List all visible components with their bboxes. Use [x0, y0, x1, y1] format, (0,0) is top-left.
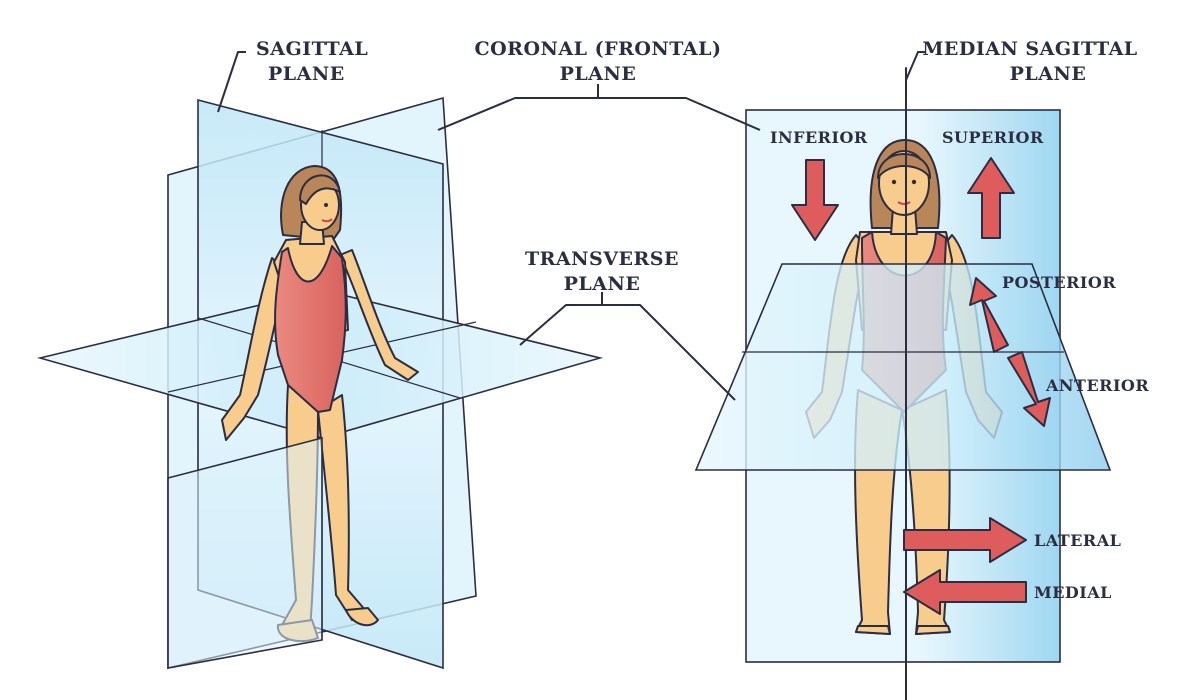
superior-label: SUPERIOR	[942, 128, 1044, 147]
transverse-plane-right	[694, 263, 1112, 471]
anterior-label: ANTERIOR	[1045, 376, 1149, 395]
coronal-plane-left-front	[167, 436, 323, 669]
inferior-label: INFERIOR	[770, 128, 868, 147]
posterior-arrow	[969, 277, 1009, 353]
sagittal-plane-label-2: PLANE	[268, 63, 345, 85]
sagittal-plane-label-1: SAGITTAL	[256, 38, 368, 60]
medial-arrow	[903, 569, 1027, 615]
coronal-plane-label-1: CORONAL (FRONTAL)	[475, 38, 722, 60]
transverse-plane-label-2: PLANE	[564, 273, 641, 295]
superior-arrow	[967, 157, 1015, 239]
transverse-plane-label-1: TRANSVERSE	[525, 248, 679, 270]
right-figure-group	[694, 67, 1112, 700]
posterior-label: POSTERIOR	[1002, 273, 1116, 292]
left-figure-group	[36, 96, 604, 670]
median-sagittal-plane-label-2: PLANE	[1010, 63, 1087, 85]
median-leader-line	[905, 51, 925, 81]
coronal-plane-label-2: PLANE	[560, 63, 637, 85]
anterior-arrow	[1007, 351, 1051, 427]
inferior-arrow	[791, 159, 839, 241]
lateral-arrow	[903, 517, 1027, 563]
coronal-leader-line	[437, 97, 761, 131]
lateral-label: LATERAL	[1034, 531, 1121, 550]
medial-label: MEDIAL	[1034, 583, 1112, 602]
sagittal-leader-line	[217, 51, 246, 113]
median-sagittal-plane-label-1: MEDIAN SAGITTAL	[922, 38, 1137, 60]
